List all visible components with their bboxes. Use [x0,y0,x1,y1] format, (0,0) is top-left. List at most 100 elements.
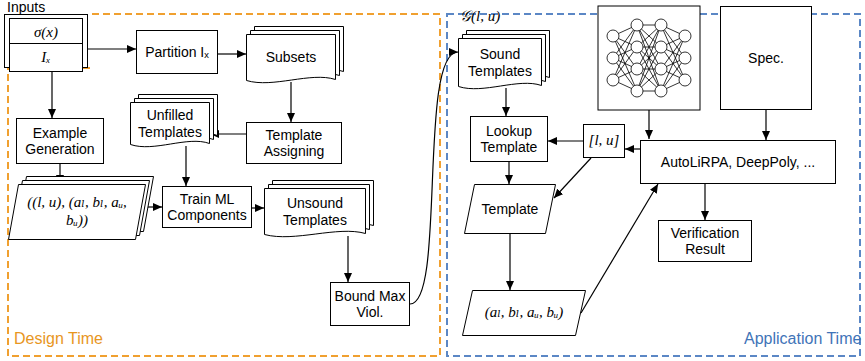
network-neuron [631,19,643,31]
network-neuron [679,30,691,42]
arrow-connector [410,52,458,304]
text-area: AutoLiRPA, DeepPoly, ... [644,144,832,180]
arrow-connector [554,158,591,198]
input-cell: Iₓ [9,43,83,72]
node-label: Bound Max Viol. [334,288,406,320]
node-label: Partition Iₓ [145,44,209,60]
arrow-connector [509,234,510,290]
arrow-connector [508,162,509,184]
data-stack: Sound Templates𝒢(l, u) [458,30,550,92]
arrow-connector [704,184,705,220]
arrow-connector [505,88,506,116]
process-box: Template Assigning [246,122,342,164]
process-box: Bound Max Viol. [330,282,410,326]
data-stack: ((l, u), (aₗ, bₗ, aᵤ, bᵤ)) [8,176,154,240]
node-label: Unfilled Templates [132,107,208,139]
arrow-connector [625,148,640,149]
process-box: Train ML Components [162,186,252,228]
stack-card [247,35,336,83]
network-neuron [655,63,667,75]
text-area: Bound Max Viol. [334,286,406,322]
parallelogram [463,291,586,336]
text-area: Unfilled Templates [132,104,208,143]
arrow-connector [765,110,766,140]
arrow-connector [290,82,291,122]
text-area: ((l, u), (aₗ, bₗ, aᵤ, bᵤ)) [20,186,134,237]
node-label: Unsound Templates [266,195,364,227]
process-box: Lookup Template [470,116,548,162]
region-label: Application Time [744,330,861,348]
region-label: Design Time [14,330,103,348]
neural-network-illustration [607,19,691,97]
node-label: Iₓ [41,49,50,66]
spec-box: Spec. [720,6,812,110]
result-box: Verification Result [658,220,752,262]
neural-network-box [598,6,700,110]
text-area: Lookup Template [474,120,544,158]
network-neuron [607,74,619,86]
arrow-connector [581,184,658,313]
node-label: Template [482,201,539,217]
network-to-verifier-arrow [648,110,649,139]
network-neuron [607,52,619,64]
network-link [637,25,661,91]
node-label: (aₗ, bₗ, aᵤ, bᵤ) [485,304,564,321]
text-area: (aₗ, bₗ, aᵤ, bᵤ) [474,293,574,333]
stack-card [459,39,542,89]
network-link [637,25,661,91]
text-area: Train ML Components [166,190,248,224]
process-box: Partition Iₓ [136,30,218,74]
network-neuron [655,41,667,53]
text-area: Partition Iₓ [140,34,214,70]
text-area: Sound Templates [460,40,540,85]
node-label: Lookup Template [474,123,544,155]
network-neuron [631,85,643,97]
data-parallelogram: Template [464,184,556,234]
text-area: Example Generation [20,122,100,160]
text-area: Template [476,187,544,231]
text-area: Subsets [248,36,334,79]
arrow-connector [88,48,136,49]
network-neuron [655,19,667,31]
network-neuron [607,30,619,42]
network-neuron [655,85,667,97]
arrow-connector [548,140,583,141]
text-area: Unsound Templates [266,190,364,233]
data-stack: Subsets [246,26,344,86]
node-label: σ(x) [34,24,58,41]
arrow-connector [218,53,246,54]
text-area: Verification Result [662,224,748,258]
stack-parallelogram [9,185,146,240]
node-label: AutoLiRPA, DeepPoly, ... [661,154,815,170]
node-label: Train ML Components [166,191,248,223]
data-parallelogram: (aₗ, bₗ, aᵤ, bᵤ) [462,290,586,336]
network-neuron [631,41,643,53]
stack-card [265,189,366,237]
node-label: ((l, u), (aₗ, bₗ, aᵤ, bᵤ)) [20,194,134,229]
node-label: [l, u] [589,132,620,149]
data-stack: Unfilled Templates [130,94,218,150]
node-heading: 𝒢(l, u) [460,8,500,25]
node-heading: Inputs [7,0,45,15]
text-area: Iₓ [13,47,79,68]
network-neuron [679,74,691,86]
arrow-connector [185,146,186,186]
parallelogram [465,185,556,234]
inputs-box: Inputsσ(x)Iₓ [4,14,88,68]
text-area: Template Assigning [250,126,338,160]
text-area: [l, u] [587,128,621,154]
text-area: Spec. [724,10,808,106]
node-label: Spec. [748,50,784,66]
bounds-box: [l, u] [583,124,625,158]
design-time-region [8,14,440,356]
network-neuron [679,52,691,64]
text-area: σ(x) [13,22,79,43]
data-stack: Unsound Templates [264,180,374,240]
arrow-connector [252,207,264,208]
arrow-connector [51,68,52,118]
node-label: Subsets [266,49,317,65]
node-label: Template Assigning [250,127,338,159]
stack-card [131,103,210,147]
node-label: Verification Result [662,225,748,257]
